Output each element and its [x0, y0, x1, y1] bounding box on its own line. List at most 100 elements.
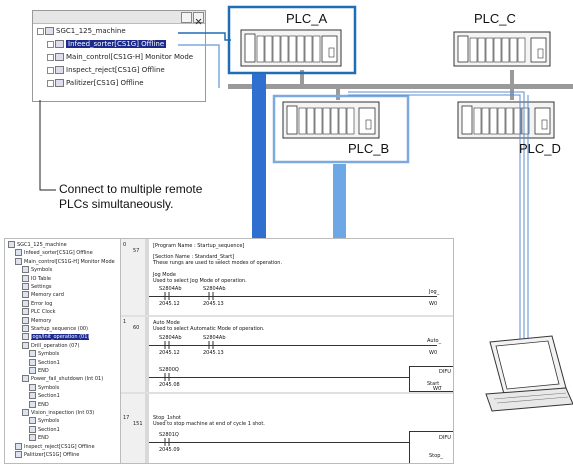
project-tree-item[interactable]: Section1 — [29, 392, 60, 400]
auto-title: Auto Mode — [153, 320, 180, 326]
stop-desc: Used to stop machine at end of cycle 1 s… — [153, 421, 265, 427]
tree-node-icon — [22, 299, 29, 307]
plc-b-label: PLC_B — [348, 141, 390, 156]
project-tree-item[interactable]: Palitizer[CS1G] Offline — [15, 451, 79, 459]
project-tree-item[interactable]: Section1 — [29, 425, 60, 434]
rung-wire — [149, 345, 437, 346]
rung-step: 57 — [133, 248, 140, 254]
tree-node-icon — [22, 375, 29, 383]
auto-desc: Used to select Automatic Mode of operati… — [153, 326, 265, 332]
caption: Connect to multiple remote PLCs simultan… — [59, 182, 202, 212]
bus-drop-b — [336, 89, 340, 100]
rung-number: 1 — [123, 319, 127, 325]
project-tree-item[interactable]: Memory card — [22, 291, 64, 299]
tree-item-infeed-sorter[interactable]: Infeed_sorter[CS1G] Offline — [47, 38, 167, 50]
contact-address: 2045.13 — [203, 301, 224, 307]
project-tree-item[interactable]: Symbols — [22, 266, 52, 274]
rung-gutter — [121, 239, 146, 463]
plc-c-rack — [453, 31, 551, 67]
rung-divider — [121, 392, 453, 394]
project-tree-label: Inspect_reject[CS1G] Offline — [24, 443, 95, 450]
project-tree-item[interactable]: END — [29, 434, 49, 442]
project-tree-item[interactable]: Drill_operation (07) — [22, 341, 80, 350]
tree-node-icon — [15, 257, 22, 265]
project-tree-item[interactable]: IO Table — [22, 274, 51, 283]
project-tree-label: Error log — [31, 300, 53, 307]
project-tree-item[interactable]: Symbols — [29, 383, 59, 392]
tree-node-icon — [22, 283, 29, 290]
minimize-button[interactable] — [181, 12, 192, 23]
project-tree-item[interactable]: Symbols — [29, 350, 59, 358]
project-tree-item[interactable]: END — [29, 400, 49, 409]
jog-title: Jog Mode — [153, 272, 176, 278]
difu-label: DIFU — [439, 435, 451, 441]
project-tree-label: Settings — [31, 284, 52, 290]
output-label: Auto_ — [427, 338, 442, 344]
tree-node-icon — [22, 316, 29, 324]
plc-icon — [55, 40, 64, 48]
plc-b-frame — [272, 94, 410, 164]
project-tree-item[interactable]: Settings — [22, 283, 52, 291]
project-tree-label: Symbols — [38, 351, 60, 358]
project-tree-item[interactable]: Symbols — [29, 417, 59, 425]
tree-item-inspect-reject[interactable]: Inspect_reject[CS1G] Offline — [47, 64, 165, 76]
window-title-bar — [33, 11, 205, 24]
caption-line-1: Connect to multiple remote — [59, 182, 203, 196]
plc-icon — [55, 79, 64, 87]
plc-b-rack — [282, 101, 380, 139]
tree-item-label: Inspect_reject[CS1G] Offline — [66, 66, 165, 74]
project-tree-item[interactable]: Main_control[CS1G-H] Monitor Mode — [15, 257, 115, 266]
output-address: W0 — [429, 301, 438, 307]
tree-item-main-control[interactable]: Main_control[CS1G-H] Monitor Mode — [47, 51, 193, 63]
project-tree-item[interactable]: Jogs/Init_operation (01) — [22, 333, 90, 341]
network-bus — [228, 84, 573, 89]
callout-line — [39, 160, 56, 191]
rung-wire — [149, 296, 437, 297]
tree-node-icon — [22, 325, 29, 332]
rung-number: 0 — [123, 242, 127, 248]
bus-drop-a — [300, 70, 304, 84]
tree-node-icon — [22, 266, 29, 274]
tree-node-icon — [22, 291, 29, 299]
project-tree-item[interactable]: Inspect_reject[CS1G] Offline — [15, 442, 95, 451]
plc-icon — [55, 53, 64, 61]
tree-node-icon — [29, 392, 36, 400]
tree-node-icon — [22, 341, 29, 349]
tree-item-root[interactable]: SGC1_125_machine — [37, 25, 126, 37]
tree-item-label: Main_control[CS1G-H] Monitor Mode — [66, 53, 194, 61]
close-button[interactable] — [193, 12, 204, 25]
tree-node-icon — [15, 451, 22, 458]
plc-a-label: PLC_A — [286, 11, 328, 26]
project-tree-item[interactable]: Memory — [22, 316, 51, 325]
output-address: W0 — [429, 350, 438, 356]
difu-box — [409, 366, 453, 392]
project-tree-item[interactable]: PLC Clock — [22, 308, 55, 316]
project-tree-item[interactable]: Infeed_sorter[CS1G] Offline — [15, 249, 93, 257]
plc-a-rack — [240, 29, 342, 67]
project-tree-item[interactable]: Vision_inspection (Int 03) — [22, 409, 94, 417]
project-tree-label: Section1 — [38, 393, 60, 400]
remote-tree-window: SGC1_125_machine Infeed_sorter[CS1G] Off… — [32, 10, 206, 102]
output-label: Jog_ — [429, 289, 440, 295]
output-label: Start_ — [427, 381, 442, 387]
project-tree-item[interactable]: Power_fail_shutdown (Int 01) — [22, 375, 103, 383]
rung-bar — [145, 239, 149, 463]
project-tree-item[interactable]: Section1 — [29, 358, 60, 367]
project-tree-label: SGC1_125_machine — [17, 242, 67, 248]
project-tree-label: Drill_operation (07) — [31, 342, 80, 349]
tree-node-icon — [29, 358, 36, 366]
contact-address: 2045.13 — [203, 350, 224, 356]
project-tree-item[interactable]: Startup_sequence (00) — [22, 325, 88, 333]
plc-c-label: PLC_C — [474, 11, 516, 26]
project-tree-item[interactable]: SGC1_125_machine — [8, 241, 67, 249]
plc-icon — [55, 66, 64, 74]
program-name-comment: [Program Name : Startup_sequence] — [153, 243, 245, 249]
tree-item-palitizer[interactable]: Palitizer[CS1G] Offline — [47, 77, 144, 89]
project-tree-item[interactable]: END — [29, 367, 49, 375]
project-tree-label: Main_control[CS1G-H] Monitor Mode — [24, 258, 115, 265]
project-tree-item[interactable]: Error log — [22, 299, 53, 308]
tree-node-icon — [29, 350, 36, 358]
caption-line-2: PLCs simultaneously. — [59, 197, 174, 211]
project-tree-label: Jogs/Init_operation (01) — [31, 334, 90, 341]
